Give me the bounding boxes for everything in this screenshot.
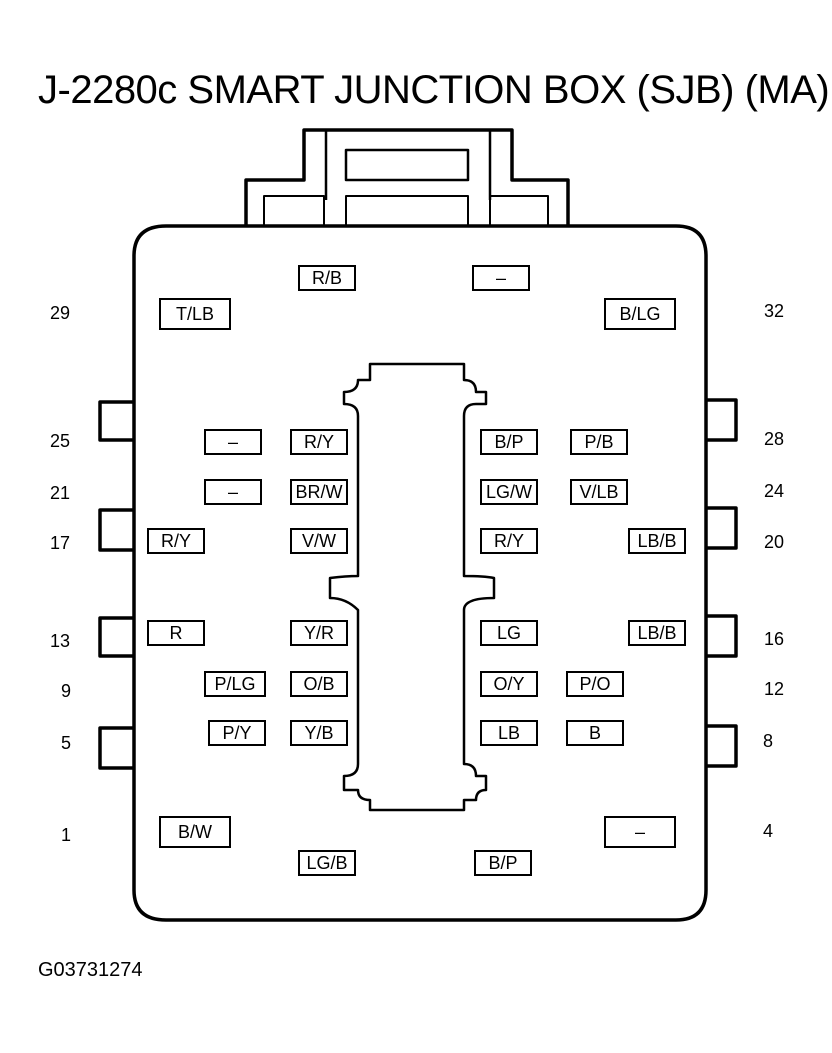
cavity-28-2: P/B [570, 429, 628, 455]
cavity-13-2: Y/R [290, 620, 348, 646]
pin-number-20: 20 [763, 532, 785, 552]
pin-number-21: 21 [49, 483, 71, 503]
pin-number-25: 25 [49, 431, 71, 451]
cavity-16-1: LG [480, 620, 538, 646]
cavity-bottom-left: LG/B [298, 850, 356, 876]
pin-number-12: 12 [763, 679, 785, 699]
pin-number-17: 17 [49, 533, 71, 553]
cavity-9-1: P/LG [204, 671, 266, 697]
cavity-12-2: P/O [566, 671, 624, 697]
right-tab [706, 398, 738, 442]
cavity-25-2: R/Y [290, 429, 348, 455]
cavity-32-1: B/LG [604, 298, 676, 330]
cavity-20-2: LB/B [628, 528, 686, 554]
cavity-bottom-right: B/P [474, 850, 532, 876]
cavity-21-1: – [204, 479, 262, 505]
cavity-top-right: – [472, 265, 530, 291]
cavity-24-1: LG/W [480, 479, 538, 505]
cavity-28-1: B/P [480, 429, 538, 455]
connector-body [132, 224, 708, 922]
pin-number-4: 4 [762, 821, 773, 841]
cavity-8-2: B [566, 720, 624, 746]
left-tab [98, 400, 134, 442]
figure-id: G03731274 [38, 959, 143, 981]
center-key-slot [328, 362, 496, 812]
pin-number-28: 28 [763, 429, 785, 449]
cavity-20-1: R/Y [480, 528, 538, 554]
cavity-top-left: R/B [298, 265, 356, 291]
cavity-12-1: O/Y [480, 671, 538, 697]
cavity-16-2: LB/B [628, 620, 686, 646]
pin-number-8: 8 [762, 731, 773, 751]
pin-number-32: 32 [763, 301, 785, 321]
pin-number-5: 5 [60, 733, 71, 753]
cavity-17-1: R/Y [147, 528, 205, 554]
cavity-5-2: Y/B [290, 720, 348, 746]
cavity-17-2: V/W [290, 528, 348, 554]
cavity-4-1: – [604, 816, 676, 848]
cavity-21-2: BR/W [290, 479, 348, 505]
pin-number-29: 29 [49, 303, 71, 323]
pin-number-16: 16 [763, 629, 785, 649]
cavity-5-1: P/Y [208, 720, 266, 746]
cavity-9-2: O/B [290, 671, 348, 697]
cavity-29-1: T/LB [159, 298, 231, 330]
pin-number-13: 13 [49, 631, 71, 651]
pin-number-1: 1 [60, 825, 71, 845]
cavity-25-1: – [204, 429, 262, 455]
cavity-24-2: V/LB [570, 479, 628, 505]
cavity-1-1: B/W [159, 816, 231, 848]
cavity-13-1: R [147, 620, 205, 646]
latch-housing [244, 128, 570, 226]
cavity-8-1: LB [480, 720, 538, 746]
pin-number-9: 9 [60, 681, 71, 701]
pin-number-24: 24 [763, 481, 785, 501]
diagram-title: J-2280c SMART JUNCTION BOX (SJB) (MA) [38, 68, 830, 112]
